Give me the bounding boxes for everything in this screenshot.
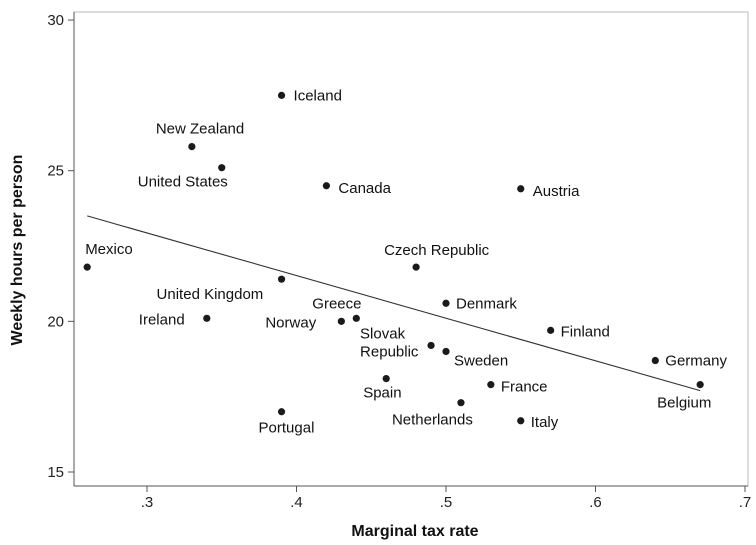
data-point: [517, 185, 525, 193]
point-label: Belgium: [657, 395, 711, 412]
data-point: [277, 408, 286, 416]
data-point: [427, 341, 435, 350]
y-tick-label: 20: [47, 313, 64, 330]
point-label: Iceland: [294, 87, 342, 104]
point-label: New Zealand: [156, 121, 244, 138]
data-point: [218, 164, 226, 172]
point-label: Austria: [533, 183, 580, 200]
point-label: Netherlands: [392, 412, 473, 429]
data-point: [696, 381, 704, 389]
data-point: [203, 314, 211, 322]
data-point: [412, 263, 420, 271]
point-label: Mexico: [85, 241, 133, 258]
point-label: Canada: [338, 180, 391, 197]
point-label: United States: [138, 174, 228, 191]
point-label: Ireland: [139, 311, 185, 328]
x-tick-label: .6: [589, 494, 602, 511]
x-tick-label: .5: [440, 494, 453, 511]
point-label: Czech Republic: [384, 242, 490, 259]
data-point: [277, 275, 286, 283]
y-axis-title: Weekly hours per person: [9, 155, 26, 346]
point-label: Finland: [561, 323, 610, 340]
data-point: [442, 347, 450, 356]
x-axis-ticks: .3 .4 .5 .6 .7: [141, 486, 752, 511]
point-label: Greece: [312, 295, 361, 312]
x-tick-label: .7: [739, 494, 752, 511]
data-point: [382, 374, 390, 383]
data-point: [337, 317, 345, 325]
y-tick-label: 30: [47, 12, 64, 29]
point-label: France: [501, 379, 548, 396]
data-point: [352, 314, 360, 322]
data-point: [277, 91, 286, 99]
data-point: [457, 399, 465, 407]
data-point: [83, 263, 91, 271]
trend-line: [87, 215, 701, 392]
data-point: [188, 142, 196, 151]
point-label-line: Republic: [360, 343, 419, 360]
point-label: Sweden: [454, 352, 508, 369]
y-axis-ticks: 15 20 25 30: [47, 12, 74, 481]
x-tick-label: .3: [141, 494, 154, 511]
point-label: Norway: [265, 314, 316, 331]
data-point: [487, 381, 495, 389]
y-tick-label: 25: [47, 163, 64, 180]
point-label: Germany: [665, 353, 727, 370]
point-label-line: Slovak: [360, 325, 406, 342]
point-label: Portugal: [259, 420, 315, 437]
data-point: [322, 182, 330, 190]
data-point: [547, 326, 555, 334]
point-label: Italy: [531, 414, 559, 431]
point-label: United Kingdom: [157, 286, 264, 303]
point-label: Spain: [363, 385, 401, 402]
data-point: [651, 356, 659, 365]
x-tick-label: .4: [290, 494, 303, 511]
data-point: [442, 299, 450, 307]
x-axis-title: Marginal tax rate: [351, 523, 478, 540]
data-point: [517, 417, 525, 425]
y-tick-label: 15: [47, 464, 64, 481]
point-label: Denmark: [456, 295, 517, 312]
